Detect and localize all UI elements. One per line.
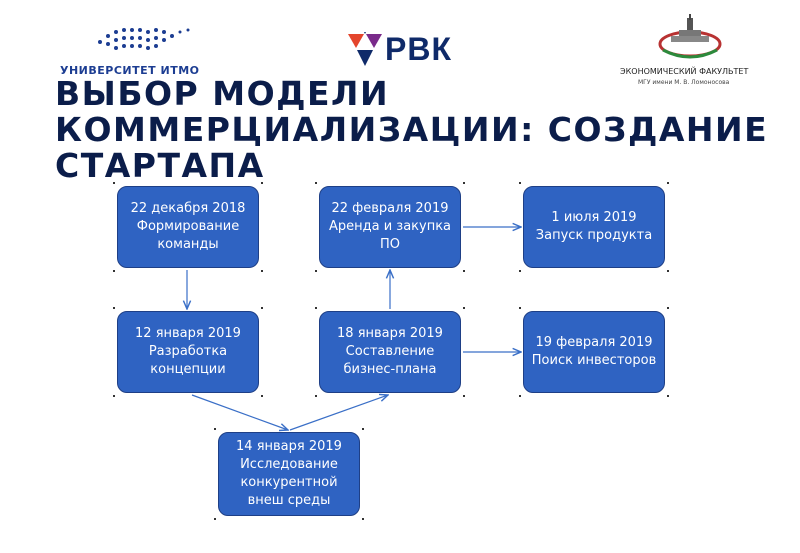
handle-dot <box>261 270 263 272</box>
handle-dot <box>261 307 263 309</box>
handle-dot <box>362 518 364 520</box>
handle-dot <box>315 270 317 272</box>
msu-emblem-icon <box>658 14 722 59</box>
handle-dot <box>362 428 364 430</box>
handle-dot <box>214 428 216 430</box>
handle-dot <box>519 307 521 309</box>
handle-dot <box>315 395 317 397</box>
handle-dot <box>113 182 115 184</box>
handle-dot <box>113 307 115 309</box>
rvk-triangles-icon <box>348 32 382 66</box>
handle-dot <box>667 270 669 272</box>
handle-dot <box>463 307 465 309</box>
handle-dot <box>667 307 669 309</box>
handle-dot <box>315 182 317 184</box>
node-business-plan: 18 января 2019 Составление бизнес-плана <box>319 311 461 393</box>
handle-dot <box>261 395 263 397</box>
rvk-wordmark: РВК <box>385 31 452 67</box>
node-product-launch: 1 июля 2019 Запуск продукта <box>523 186 665 268</box>
econ-faculty-name: ЭКОНОМИЧЕСКИЙ ФАКУЛЬТЕТ <box>620 67 749 76</box>
handle-dot <box>463 270 465 272</box>
rvk-logo: РВК <box>345 28 465 74</box>
handle-dot <box>519 270 521 272</box>
handle-dot <box>214 518 216 520</box>
handle-dot <box>113 395 115 397</box>
handle-dot <box>667 182 669 184</box>
handle-dot <box>261 182 263 184</box>
handle-dot <box>463 395 465 397</box>
node-investor-search: 19 февраля 2019 Поиск инвесторов <box>523 311 665 393</box>
handle-dot <box>463 182 465 184</box>
itmo-dots-icon <box>98 28 190 50</box>
node-competitive-research: 14 января 2019 Исследование конкурентной… <box>218 432 360 516</box>
handle-dot <box>113 270 115 272</box>
itmo-caption: УНИВЕРСИТЕТ ИТМО <box>60 64 200 77</box>
handle-dot <box>315 307 317 309</box>
arrow-concept-to-research <box>191 394 288 430</box>
handle-dot <box>519 182 521 184</box>
node-concept-development: 12 января 2019 Разработка концепции <box>117 311 259 393</box>
msu-name: МГУ имени М. В. Ломоносова <box>638 79 730 86</box>
itmo-logo: УНИВЕРСИТЕТ ИТМО <box>60 22 210 82</box>
page-title: ВЫБОР МОДЕЛИ КОММЕРЦИАЛИЗАЦИИ: СОЗДАНИЕ … <box>55 74 769 185</box>
handle-dot <box>519 395 521 397</box>
node-team-formation: 22 декабря 2018 Формирование команды <box>117 186 259 268</box>
econ-faculty-logo: ЭКОНОМИЧЕСКИЙ ФАКУЛЬТЕТ МГУ имени М. В. … <box>610 12 780 92</box>
arrow-research-to-plan <box>289 395 388 431</box>
handle-dot <box>667 395 669 397</box>
node-rent-software: 22 февраля 2019 Аренда и закупка ПО <box>319 186 461 268</box>
